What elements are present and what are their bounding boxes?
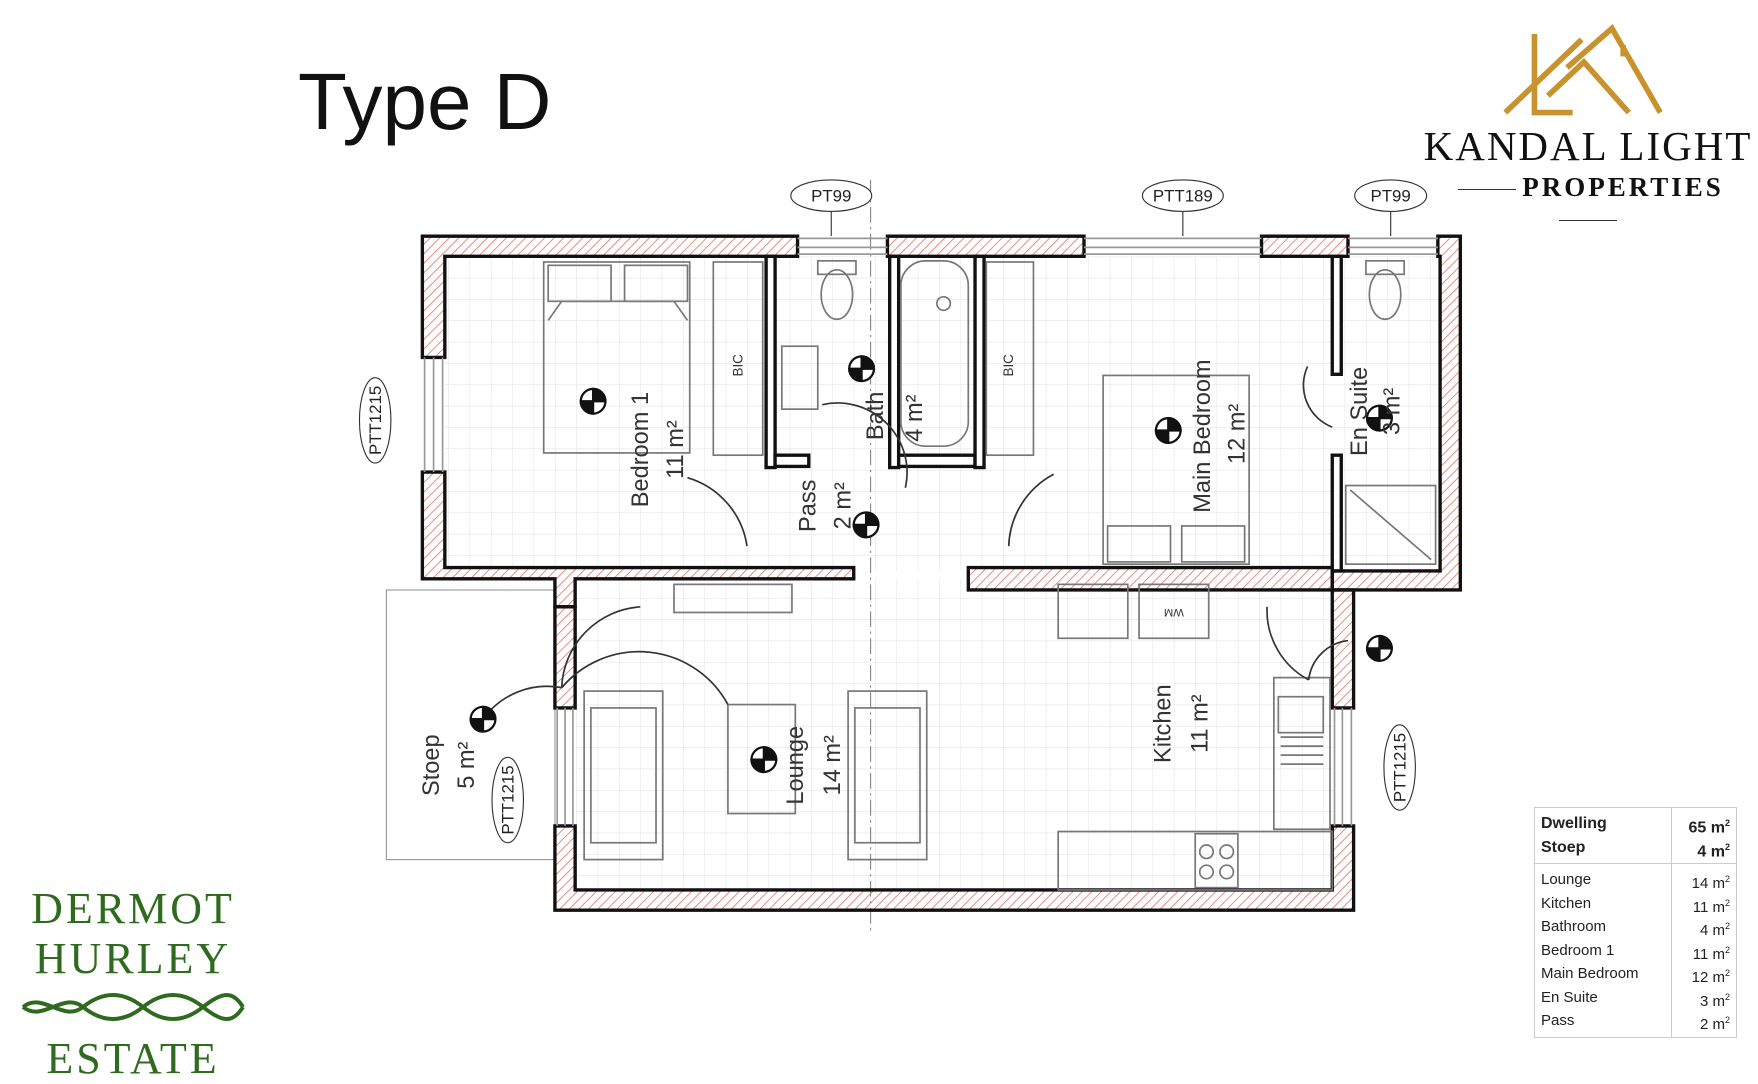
dermot-hurley-logo: DERMOT HURLEY ESTATE bbox=[18, 884, 248, 1084]
table-label: Pass bbox=[1541, 1012, 1575, 1029]
sup: 2 bbox=[1724, 818, 1730, 828]
celtic-knot-icon bbox=[21, 993, 245, 1021]
page-title: Type D bbox=[298, 57, 552, 146]
tag-label: PT99 bbox=[1371, 186, 1411, 205]
walls bbox=[420, 234, 1463, 912]
tag-label: PTT1215 bbox=[366, 386, 385, 455]
logo-line: DERMOT bbox=[31, 884, 235, 933]
table-value: 2 m bbox=[1699, 1016, 1725, 1033]
floor-grid bbox=[444, 256, 1443, 571]
table-label: Lounge bbox=[1541, 871, 1592, 888]
table-value: 11 m bbox=[1692, 898, 1725, 916]
tag-ptt189: PTT189 bbox=[1141, 179, 1224, 237]
sup: 2 bbox=[1724, 968, 1730, 978]
room-area-lounge: 14 m² bbox=[819, 735, 845, 795]
table-value: 14 m bbox=[1691, 875, 1725, 892]
furniture bbox=[542, 260, 1437, 891]
sup: 2 bbox=[1724, 841, 1730, 852]
room-label-bedroom1: Bedroom 1 bbox=[627, 392, 653, 507]
door-swings bbox=[482, 366, 1349, 720]
tag-pt99-right: PT99 bbox=[1354, 179, 1428, 237]
table-label: En Suite bbox=[1541, 988, 1598, 1006]
room-label-pass: Pass bbox=[795, 480, 821, 532]
room-label-main-bedroom: Main Bedroom bbox=[1189, 359, 1215, 512]
table-label: Kitchen bbox=[1541, 894, 1592, 912]
table-value-cell: 2 m2 bbox=[1678, 1009, 1730, 1033]
room-area-main-bedroom: 12 m² bbox=[1224, 404, 1250, 464]
sup: 2 bbox=[1724, 897, 1730, 908]
tag-label: PT99 bbox=[811, 186, 851, 205]
room-area-en-suite: 3 m² bbox=[1379, 388, 1405, 435]
room-label-en-suite: En Suite bbox=[1346, 367, 1372, 456]
bic-label: BIC bbox=[731, 354, 746, 377]
table-value: 65 m bbox=[1688, 819, 1725, 837]
table-value: 12 m bbox=[1691, 969, 1725, 986]
tag-ptt1215-stoep: PTT1215 bbox=[491, 756, 525, 844]
sup: 2 bbox=[1724, 874, 1730, 884]
table-label: Bedroom 1 bbox=[1541, 941, 1615, 959]
table-label: Dwelling bbox=[1541, 815, 1607, 832]
room-area-stoep: 5 m² bbox=[453, 742, 479, 789]
table-value-cell: 4 m2 bbox=[1678, 915, 1730, 939]
room-area-pass: 2 m² bbox=[829, 482, 855, 529]
table-value: 3 m bbox=[1699, 992, 1725, 1010]
kandal-logo-icon bbox=[1503, 23, 1663, 116]
logo-line: HURLEY bbox=[34, 934, 232, 983]
wm-label: WM bbox=[1164, 606, 1184, 618]
tag-label: PTT1215 bbox=[1390, 733, 1409, 802]
table-value: 4 m bbox=[1697, 842, 1725, 860]
tag-label: PTT189 bbox=[1153, 186, 1213, 205]
bic-label: BIC bbox=[1001, 354, 1016, 377]
table-label: Bathroom bbox=[1541, 918, 1607, 935]
logo-line: KANDAL LIGHT bbox=[1423, 123, 1753, 169]
sup: 2 bbox=[1724, 1015, 1730, 1025]
logo-line: PROPERTIES bbox=[1418, 172, 1758, 234]
room-label-bath: Bath bbox=[862, 392, 888, 441]
table-label: Stoep bbox=[1541, 838, 1586, 856]
room-area-kitchen: 11 m² bbox=[1187, 694, 1213, 753]
table-value-cell: 11 m2 bbox=[1678, 892, 1730, 916]
sup: 2 bbox=[1724, 944, 1730, 955]
floor-grid bbox=[575, 578, 1335, 894]
room-label-lounge: Lounge bbox=[782, 726, 808, 805]
windows bbox=[423, 237, 1438, 826]
table-value-cell: 3 m2 bbox=[1678, 986, 1730, 1010]
table-value-cell: 14 m2 bbox=[1678, 868, 1730, 892]
sup: 2 bbox=[1724, 921, 1730, 931]
room-label-stoep: Stoep bbox=[418, 734, 444, 796]
tag-ptt1215-kitchen: PTT1215 bbox=[1383, 724, 1416, 811]
sup: 2 bbox=[1724, 991, 1730, 1002]
room-area-bedroom1: 11 m² bbox=[662, 420, 688, 479]
interior-walls bbox=[764, 254, 1343, 573]
room-label-kitchen: Kitchen bbox=[1150, 684, 1176, 763]
table-label: Main Bedroom bbox=[1541, 965, 1639, 982]
table-value-cell: 12 m2 bbox=[1678, 962, 1730, 986]
tag-label: PTT1215 bbox=[498, 765, 517, 834]
light-fixture-icons bbox=[469, 355, 1393, 774]
tag-ptt1215-bedroom: PTT1215 bbox=[358, 377, 392, 464]
table-value-cell: 11 m2 bbox=[1678, 939, 1730, 963]
table-value: 4 m bbox=[1699, 922, 1725, 939]
table-value: 11 m bbox=[1692, 945, 1725, 963]
stoep-outline bbox=[385, 589, 556, 861]
logo-line: ESTATE bbox=[46, 1034, 220, 1083]
tag-pt99-left: PT99 bbox=[790, 179, 873, 237]
room-area-bath: 4 m² bbox=[901, 394, 927, 441]
